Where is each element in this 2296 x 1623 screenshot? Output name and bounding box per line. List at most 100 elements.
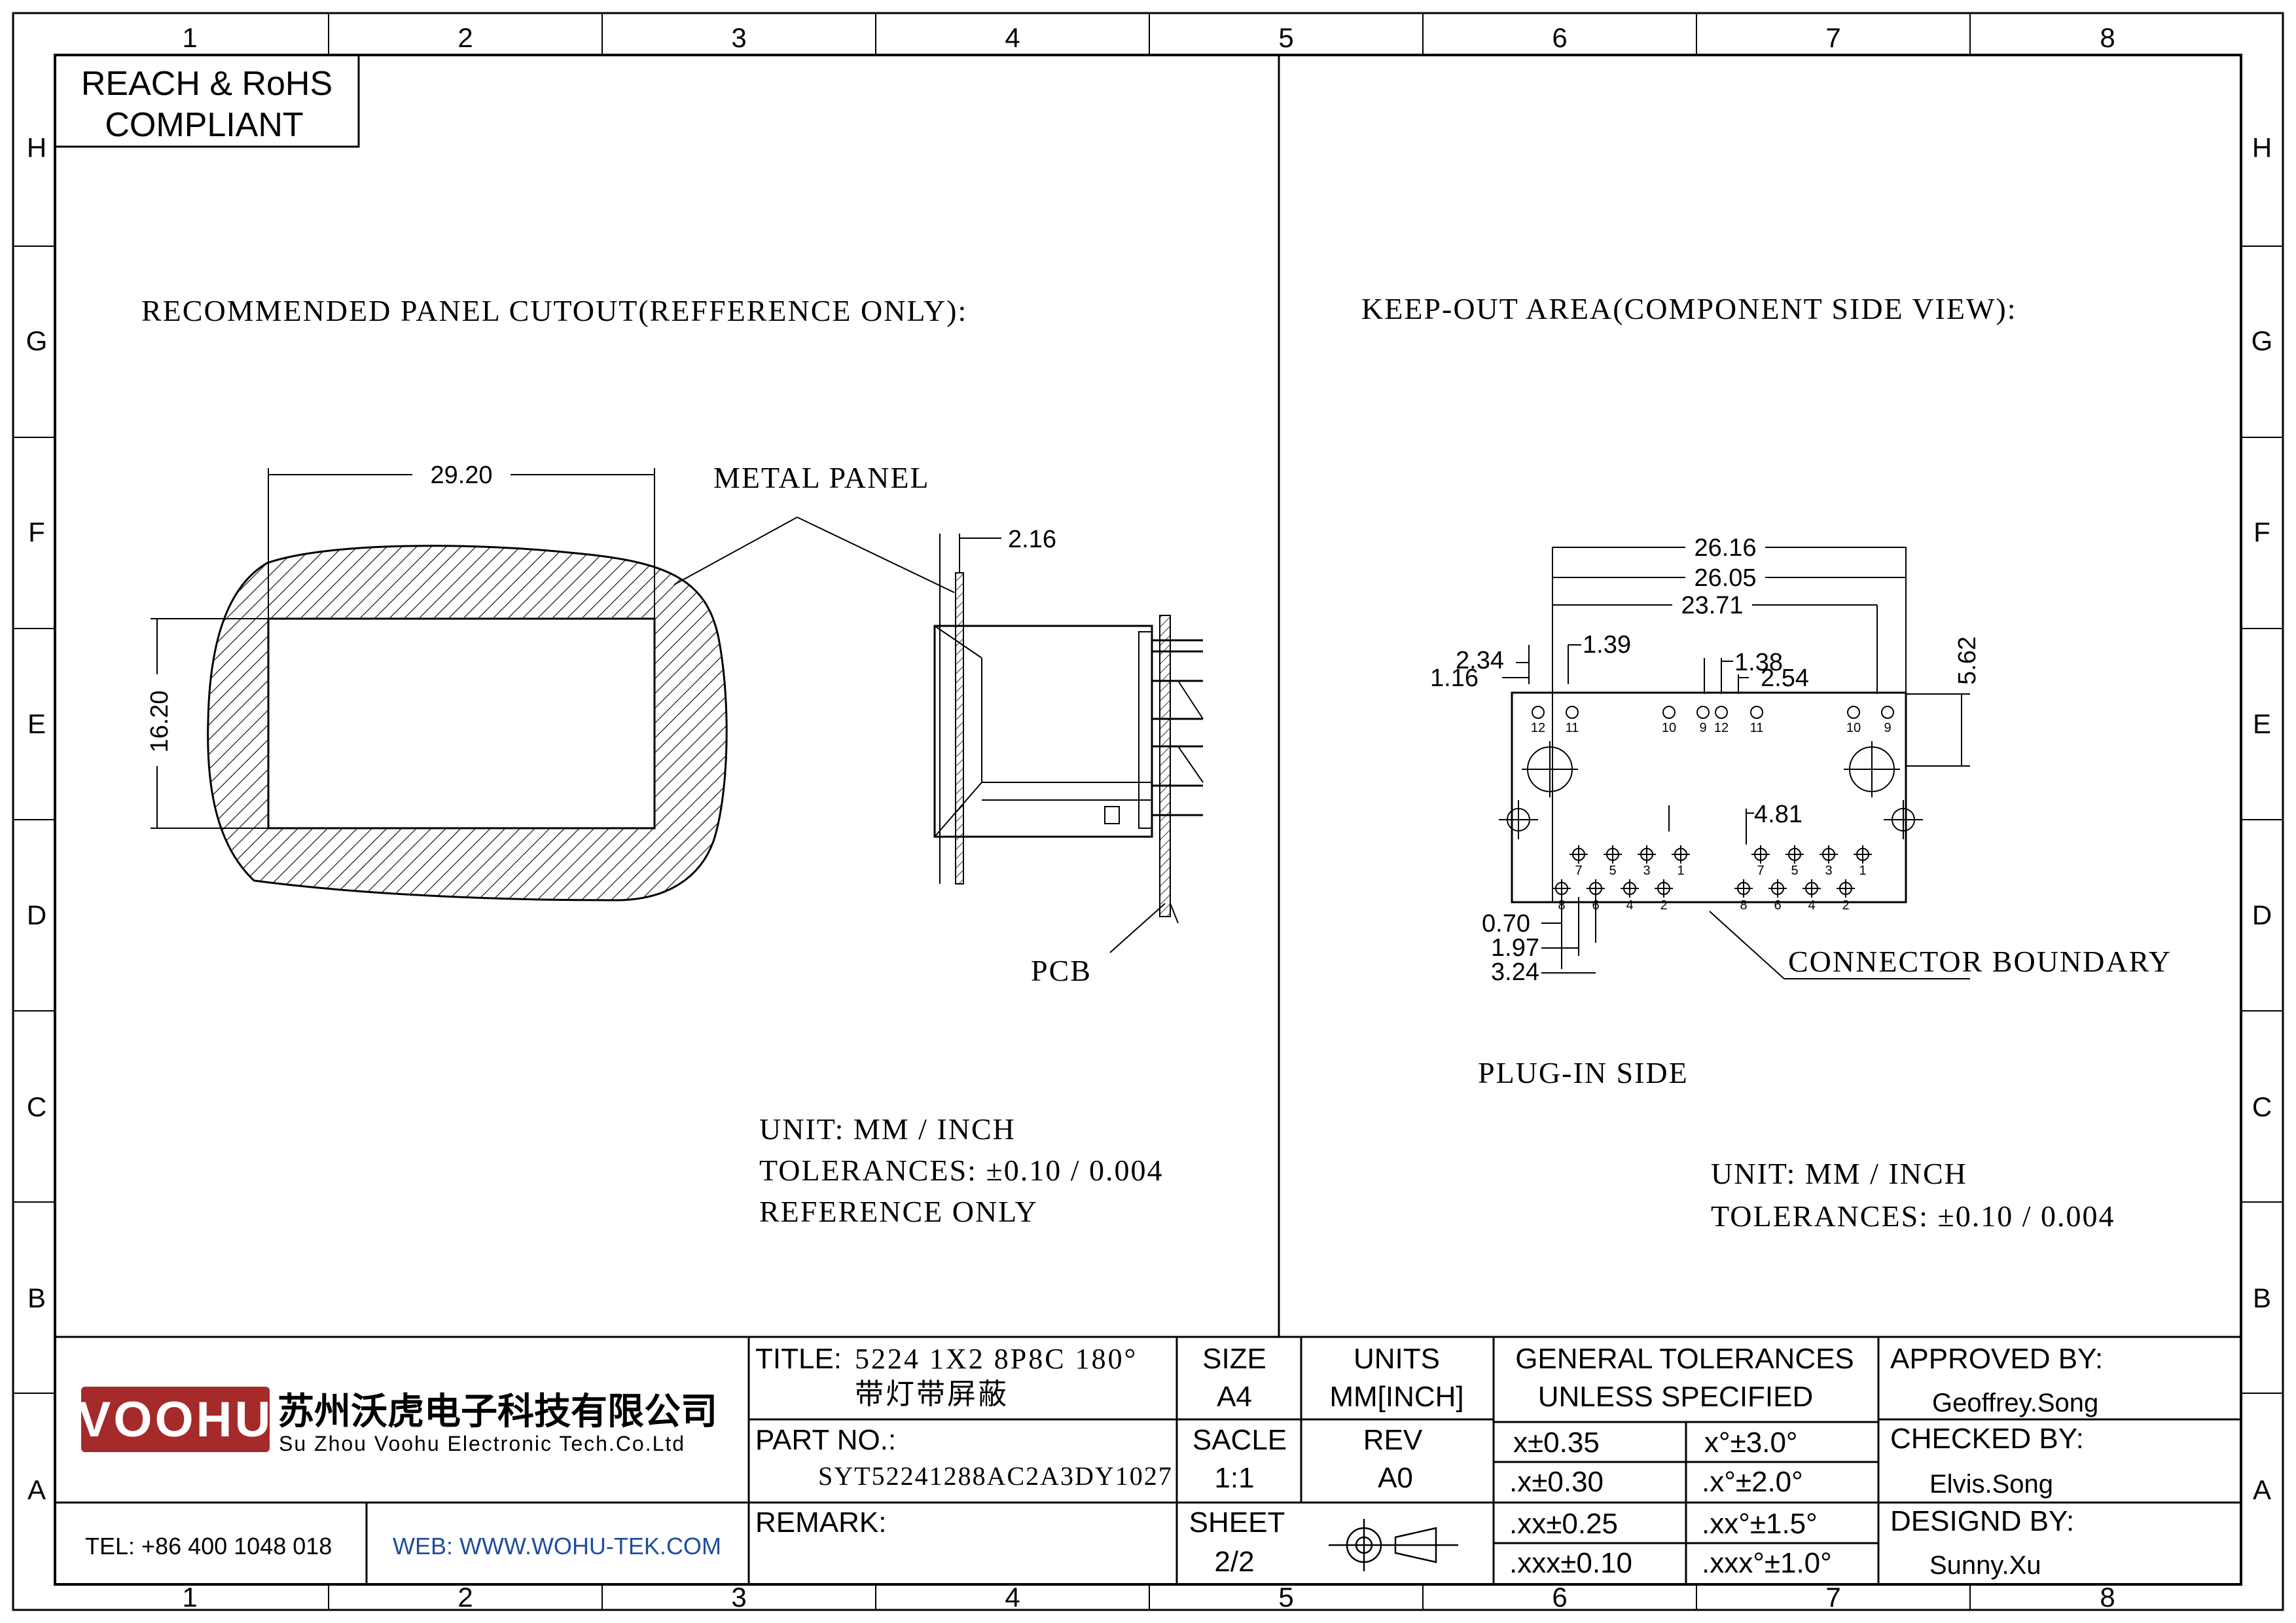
col-label-top: 7 (1825, 22, 1840, 53)
dim-1-39: 1.39 (1583, 631, 1631, 659)
pin-number: 5 (1791, 864, 1798, 878)
row-label-left: G (26, 325, 48, 356)
col-label-top: 3 (731, 22, 746, 53)
pin-number: 4 (1626, 898, 1633, 913)
approved-by-label: APPROVED BY: (1890, 1343, 2103, 1375)
pin-number: 2 (1660, 898, 1667, 913)
pin-number: 11 (1566, 721, 1579, 735)
dim-3-24: 3.24 (1491, 958, 1539, 986)
tolerance-value: .x°±2.0° (1702, 1466, 1803, 1498)
pin-number: 7 (1575, 864, 1582, 878)
row-label-right: A (2253, 1474, 2271, 1505)
size-value: A4 (1217, 1381, 1252, 1413)
col-label-bottom: 8 (2100, 1582, 2115, 1613)
col-label-top: 1 (182, 22, 197, 53)
row-label-right: B (2253, 1283, 2271, 1313)
dim-26-05: 26.05 (1694, 564, 1756, 592)
title-line2: 带灯带屏蔽 (855, 1378, 1009, 1410)
title-block: VOOHU 苏州沃虎电子科技有限公司 Su Zhou Voohu Electro… (55, 1336, 2241, 1584)
col-label-bottom: 3 (731, 1582, 746, 1613)
dim-1-97: 1.97 (1491, 934, 1539, 962)
pin-number: 5 (1609, 864, 1616, 878)
part-no-value: SYT52241288AC2A3DY1027 (818, 1461, 1173, 1491)
col-label-bottom: 5 (1278, 1582, 1293, 1613)
keep-out-heading: KEEP-OUT AREA(COMPONENT SIDE VIEW): (1361, 292, 2017, 325)
dim-23-71: 23.71 (1681, 592, 1743, 619)
tolerance-value: x±0.35 (1513, 1427, 1600, 1459)
designed-by-label: DESIGND BY: (1890, 1505, 2074, 1537)
col-label-top: 6 (1552, 22, 1567, 53)
dim-panel-thickness: 2.16 (1008, 526, 1056, 553)
row-label-right: H (2252, 132, 2272, 163)
tolerance-value: .xxx°±1.0° (1702, 1547, 1832, 1579)
company-chinese-name: 苏州沃虎电子科技有限公司 (278, 1391, 717, 1432)
metal-panel-hatch (207, 545, 728, 902)
drawing-frame (12, 12, 2284, 1611)
voohu-logo (81, 1387, 270, 1452)
pin-number: 9 (1884, 721, 1891, 735)
row-label-right: D (2252, 900, 2272, 930)
pin-number: 7 (1757, 864, 1764, 878)
dim-cutout-height: 16.20 (146, 690, 173, 752)
part-no-label: PART NO.: (755, 1424, 896, 1456)
plug-in-side-label: PLUG-IN SIDE (1478, 1056, 1689, 1089)
pin-number: 3 (1825, 864, 1832, 878)
dim-1-38: 1.38 (1734, 649, 1783, 676)
tolerance-value: .xx°±1.5° (1702, 1508, 1818, 1540)
keep-out-view: KEEP-OUT AREA(COMPONENT SIDE VIEW): 26.1… (1361, 292, 2172, 1233)
row-label-right: C (2252, 1091, 2272, 1122)
row-label-left: F (28, 517, 45, 547)
col-label-bottom: 1 (182, 1582, 197, 1613)
col-label-top: 4 (1005, 22, 1020, 53)
compliance-line2: COMPLIANT (105, 106, 303, 144)
pcb-label: PCB (1031, 954, 1092, 987)
upper-pin-numbers: 7 5 3 1 7 5 3 1 (1575, 864, 1866, 878)
compliance-line1: REACH & RoHS (81, 65, 332, 103)
connector-boundary-label: CONNECTOR BOUNDARY (1788, 945, 2172, 978)
dim-0-70: 0.70 (1482, 910, 1530, 938)
panel-cutout-heading: RECOMMENDED PANEL CUTOUT(REFFERENCE ONLY… (141, 294, 967, 327)
approved-by-value: Geoffrey.Song (1932, 1389, 2098, 1417)
pin-number: 10 (1846, 721, 1861, 735)
mounting-holes (1499, 741, 1923, 839)
designed-by-value: Sunny.Xu (1929, 1551, 2041, 1580)
pin-number: 3 (1643, 864, 1650, 878)
dim-2-34: 2.34 (1456, 647, 1504, 674)
pin-number: 11 (1750, 721, 1764, 735)
pin-number: 2 (1842, 898, 1849, 913)
units-label: UNITS (1354, 1343, 1440, 1375)
col-label-top: 8 (2100, 22, 2115, 53)
scale-value: 1:1 (1214, 1462, 1254, 1494)
title-label: TITLE: (755, 1343, 842, 1375)
compliance-box: REACH & RoHS COMPLIANT (54, 54, 360, 148)
col-label-top: 2 (457, 22, 473, 53)
pin-number: 6 (1774, 898, 1781, 913)
dim-4-81: 4.81 (1754, 801, 1803, 828)
row-label-left: H (27, 132, 46, 163)
col-label-bottom: 6 (1552, 1582, 1567, 1613)
column-labels: 1 2 3 4 5 6 7 8 1 2 3 4 5 6 7 8 (182, 22, 2115, 1613)
general-tolerances-line2: UNLESS SPECIFIED (1538, 1381, 1814, 1413)
rev-value: A0 (1378, 1462, 1413, 1494)
title-line1: 5224 1X2 8P8C 180° (855, 1343, 1138, 1375)
pin-number: 1 (1677, 864, 1684, 878)
size-label: SIZE (1202, 1343, 1266, 1375)
tel-number: TEL: +86 400 1048 018 (85, 1533, 332, 1559)
lower-pin-numbers: 8 6 4 2 8 6 4 2 (1558, 898, 1849, 913)
pin-number: 9 (1699, 721, 1706, 735)
checked-by-value: Elvis.Song (1929, 1470, 2053, 1499)
units-value: MM[INCH] (1329, 1381, 1463, 1413)
pin-number: 4 (1808, 898, 1815, 913)
sheet-value: 2/2 (1214, 1546, 1254, 1578)
dim-1-16: 1.16 (1430, 665, 1479, 692)
website: WEB: WWW.WOHU-TEK.COM (393, 1533, 721, 1559)
logo-text: VOOHU (78, 1392, 274, 1448)
tolerance-value: .xxx±0.10 (1509, 1547, 1632, 1579)
col-label-bottom: 2 (457, 1582, 473, 1613)
col-label-top: 5 (1278, 22, 1293, 53)
pin-number: 8 (1740, 898, 1747, 913)
pin-number: 12 (1531, 721, 1545, 735)
left-tolerance-note: TOLERANCES: ±0.10 / 0.004 (759, 1154, 1163, 1187)
left-reference-note: REFERENCE ONLY (759, 1195, 1038, 1228)
